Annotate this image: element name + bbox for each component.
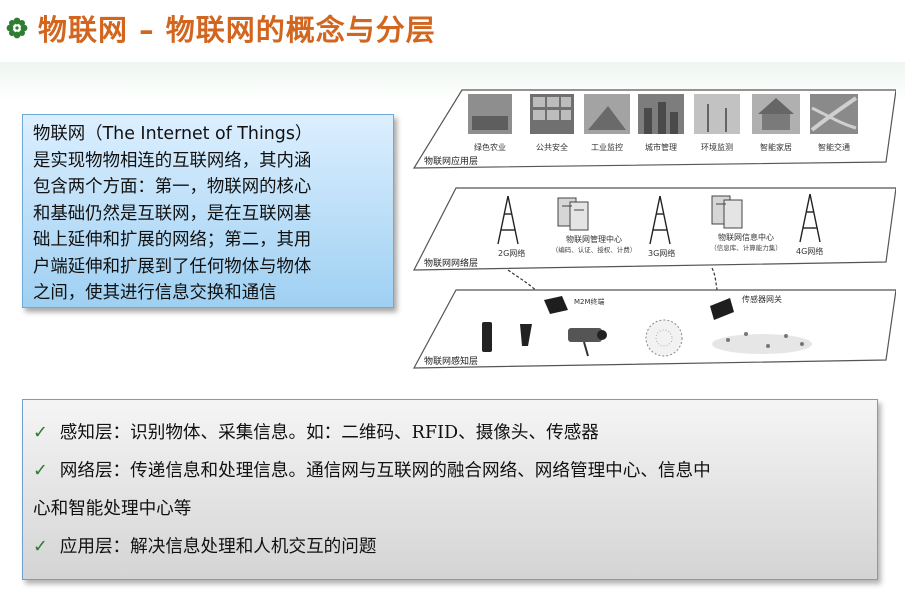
m2m-terminal-icon xyxy=(544,296,568,314)
information-center-sub: （信息库、计算能力集） xyxy=(710,243,782,252)
app-image-environment xyxy=(694,94,740,134)
iot-layer-diagram: 绿色农业 公共安全 工业监控 城市管理 环境监测 智能家居 智能交通 物联网应用… xyxy=(412,89,896,369)
layer-item-text: 感知层：识别物体、采集信息。如：二维码、RFID、摄像头、传感器 xyxy=(59,423,599,443)
definition-line: 户端延伸和扩展到了任何物体与物体 xyxy=(33,256,312,277)
layer-item-network: ✓ 网络层：传递信息和处理信息。通信网与互联网的融合网络、网络管理中心、信息中 心… xyxy=(33,452,867,528)
application-layer-label: 物联网应用层 xyxy=(424,155,478,167)
definition-box: 物联网（The Internet of Things） 是实现物物相连的互联网络… xyxy=(22,114,394,308)
network-layer-label: 物联网网络层 xyxy=(424,257,478,269)
check-icon: ✓ xyxy=(33,461,48,481)
link-curve xyxy=(507,269,543,297)
app-item-label: 绿色农业 xyxy=(474,142,506,152)
flower-icon xyxy=(6,17,28,39)
slide-header: 物联网 – 物联网的概念与分层 xyxy=(6,8,436,48)
perception-layer-label: 物联网感知层 xyxy=(424,355,478,367)
check-icon: ✓ xyxy=(33,537,48,557)
definition-line: 是实现物物相连的互联网络，其内涵 xyxy=(33,150,312,171)
app-item-label: 公共安全 xyxy=(536,142,568,152)
network-layer-plane: 2G网络 物联网管理中心 （编码、认证、授权、计费） 3G网络 物联网信息中心 … xyxy=(413,187,896,271)
definition-text: 物联网（The Internet of Things） 是实现物物相连的互联网络… xyxy=(33,121,385,307)
tower-2g-label: 2G网络 xyxy=(498,248,525,258)
app-item-label: 环境监测 xyxy=(701,142,733,152)
tower-3g-label: 3G网络 xyxy=(648,248,675,258)
definition-line: 础上延伸和扩展的网络；第二，其用 xyxy=(33,230,312,250)
app-item-label: 智能家居 xyxy=(760,142,792,152)
layer-item-continuation: 心和智能处理中心等 xyxy=(33,499,192,519)
definition-line: 物联网（The Internet of Things） xyxy=(33,124,313,144)
definition-line: 之间，使其进行信息交换和通信 xyxy=(33,283,277,303)
gateway-icon xyxy=(710,298,734,320)
cell-tower-icon xyxy=(497,195,519,245)
sensor-sphere-icon xyxy=(645,319,683,357)
layer-item-text: 网络层：传递信息和处理信息。通信网与互联网的融合网络、网络管理中心、信息中 xyxy=(59,461,711,481)
layer-item-perception: ✓ 感知层：识别物体、采集信息。如：二维码、RFID、摄像头、传感器 xyxy=(33,414,867,452)
cell-tower-icon xyxy=(649,195,671,245)
definition-line: 和基础仍然是互联网，是在互联网基 xyxy=(33,203,312,224)
m2m-label: M2M终端 xyxy=(574,297,605,306)
layer-item-text: 应用层：解决信息处理和人机交互的问题 xyxy=(59,537,377,557)
tower-4g-label: 4G网络 xyxy=(796,246,823,256)
page-title: 物联网 – 物联网的概念与分层 xyxy=(38,13,436,47)
server-icon xyxy=(557,197,589,231)
app-item-label: 城市管理 xyxy=(645,142,677,152)
camera-icon xyxy=(568,328,607,357)
information-center-label: 物联网信息中心 xyxy=(718,232,774,242)
sensor-network-icon xyxy=(712,332,812,354)
layer-summary-box: ✓ 感知层：识别物体、采集信息。如：二维码、RFID、摄像头、传感器 ✓ 网络层：传… xyxy=(22,399,878,580)
management-center-sub: （编码、认证、授权、计费） xyxy=(552,245,637,254)
gateway-label: 传感器网关 xyxy=(742,294,782,304)
barcode-scanner-icon xyxy=(520,324,532,346)
server-icon xyxy=(711,195,743,229)
handheld-reader-icon xyxy=(482,322,492,352)
check-icon: ✓ xyxy=(33,423,48,443)
management-center-label: 物联网管理中心 xyxy=(566,234,622,244)
application-layer-plane: 绿色农业 公共安全 工业监控 城市管理 环境监测 智能家居 智能交通 物联网应用… xyxy=(412,89,896,169)
app-item-label: 智能交通 xyxy=(818,142,850,152)
app-item-label: 工业监控 xyxy=(591,142,623,152)
cell-tower-icon xyxy=(799,193,821,243)
definition-line: 包含两个方面：第一，物联网的核心 xyxy=(33,177,312,197)
perception-layer-plane: M2M终端 传感器网关 物联网感知层 xyxy=(412,289,896,369)
layer-item-application: ✓ 应用层：解决信息处理和人机交互的问题 xyxy=(33,528,867,566)
